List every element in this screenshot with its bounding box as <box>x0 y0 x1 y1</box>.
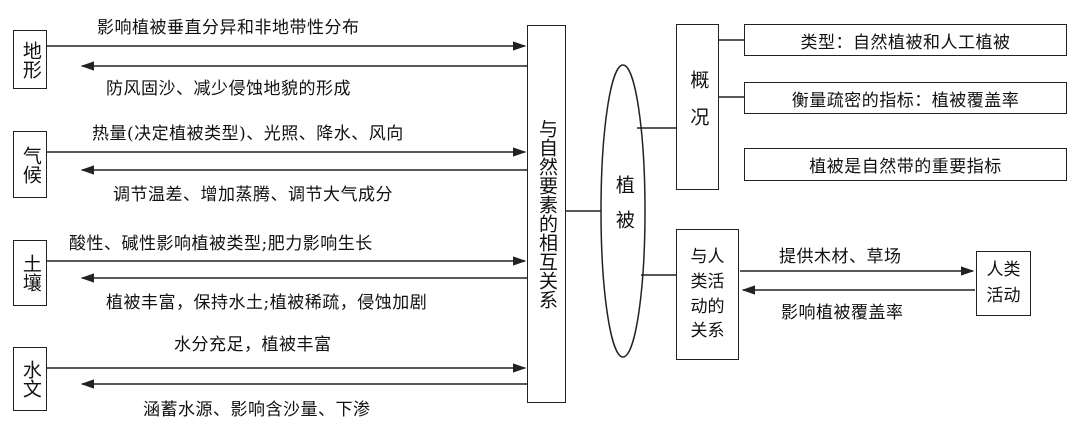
vegetation-ellipse <box>600 64 646 358</box>
human-relation-box: 与人类活动的关系 <box>676 229 739 360</box>
overview-box: 概况 <box>676 24 719 190</box>
factor-box-hydrology: 水文 <box>13 347 47 411</box>
factor-label-climate: 气候 <box>19 145 42 184</box>
label-vegetation-to-hydrology: 涵蓄水源、影响含沙量、下渗 <box>143 400 371 420</box>
label-climate-to-vegetation: 热量(决定植被类型)、光照、降水、风向 <box>92 124 404 144</box>
label-vegetation-to-climate: 调节温差、增加蒸腾、调节大气成分 <box>113 185 393 205</box>
label-human-to-vegetation: 影响植被覆盖率 <box>781 303 904 323</box>
factor-box-soil: 土壤 <box>13 240 47 306</box>
human-activities-label: 人类活动 <box>986 260 1021 306</box>
human-relation-label: 与人类活动的关系 <box>690 247 725 342</box>
center-relation-box: 与自然要素的相互关系 <box>527 25 566 403</box>
vegetation-label: 植被 <box>612 175 635 245</box>
factor-label-hydrology: 水文 <box>19 360 42 398</box>
overview-item-coverage: 衡量疏密的指标：植被覆盖率 <box>744 82 1067 114</box>
label-hydrology-to-vegetation: 水分充足，植被丰富 <box>174 335 332 355</box>
overview-label: 概况 <box>687 70 710 144</box>
label-terrain-to-vegetation: 影响植被垂直分异和非地带性分布 <box>97 18 360 38</box>
overview-item-type: 类型：自然植被和人工植被 <box>744 24 1067 56</box>
overview-item-indicator: 植被是自然带的重要指标 <box>744 148 1067 181</box>
human-activities-box: 人类活动 <box>976 251 1031 316</box>
label-soil-to-vegetation: 酸性、碱性影响植被类型;肥力影响生长 <box>69 234 373 254</box>
label-vegetation-to-human: 提供木材、草场 <box>779 247 902 267</box>
factor-label-terrain: 地形 <box>19 40 42 79</box>
label-vegetation-to-terrain: 防风固沙、减少侵蚀地貌的形成 <box>106 79 351 99</box>
factor-box-terrain: 地形 <box>13 30 47 89</box>
factor-label-soil: 土壤 <box>19 254 42 292</box>
label-vegetation-to-soil: 植被丰富，保持水土;植被稀疏，侵蚀加剧 <box>106 293 428 313</box>
center-relation-label: 与自然要素的相互关系 <box>536 119 558 309</box>
factor-box-climate: 气候 <box>13 131 47 198</box>
